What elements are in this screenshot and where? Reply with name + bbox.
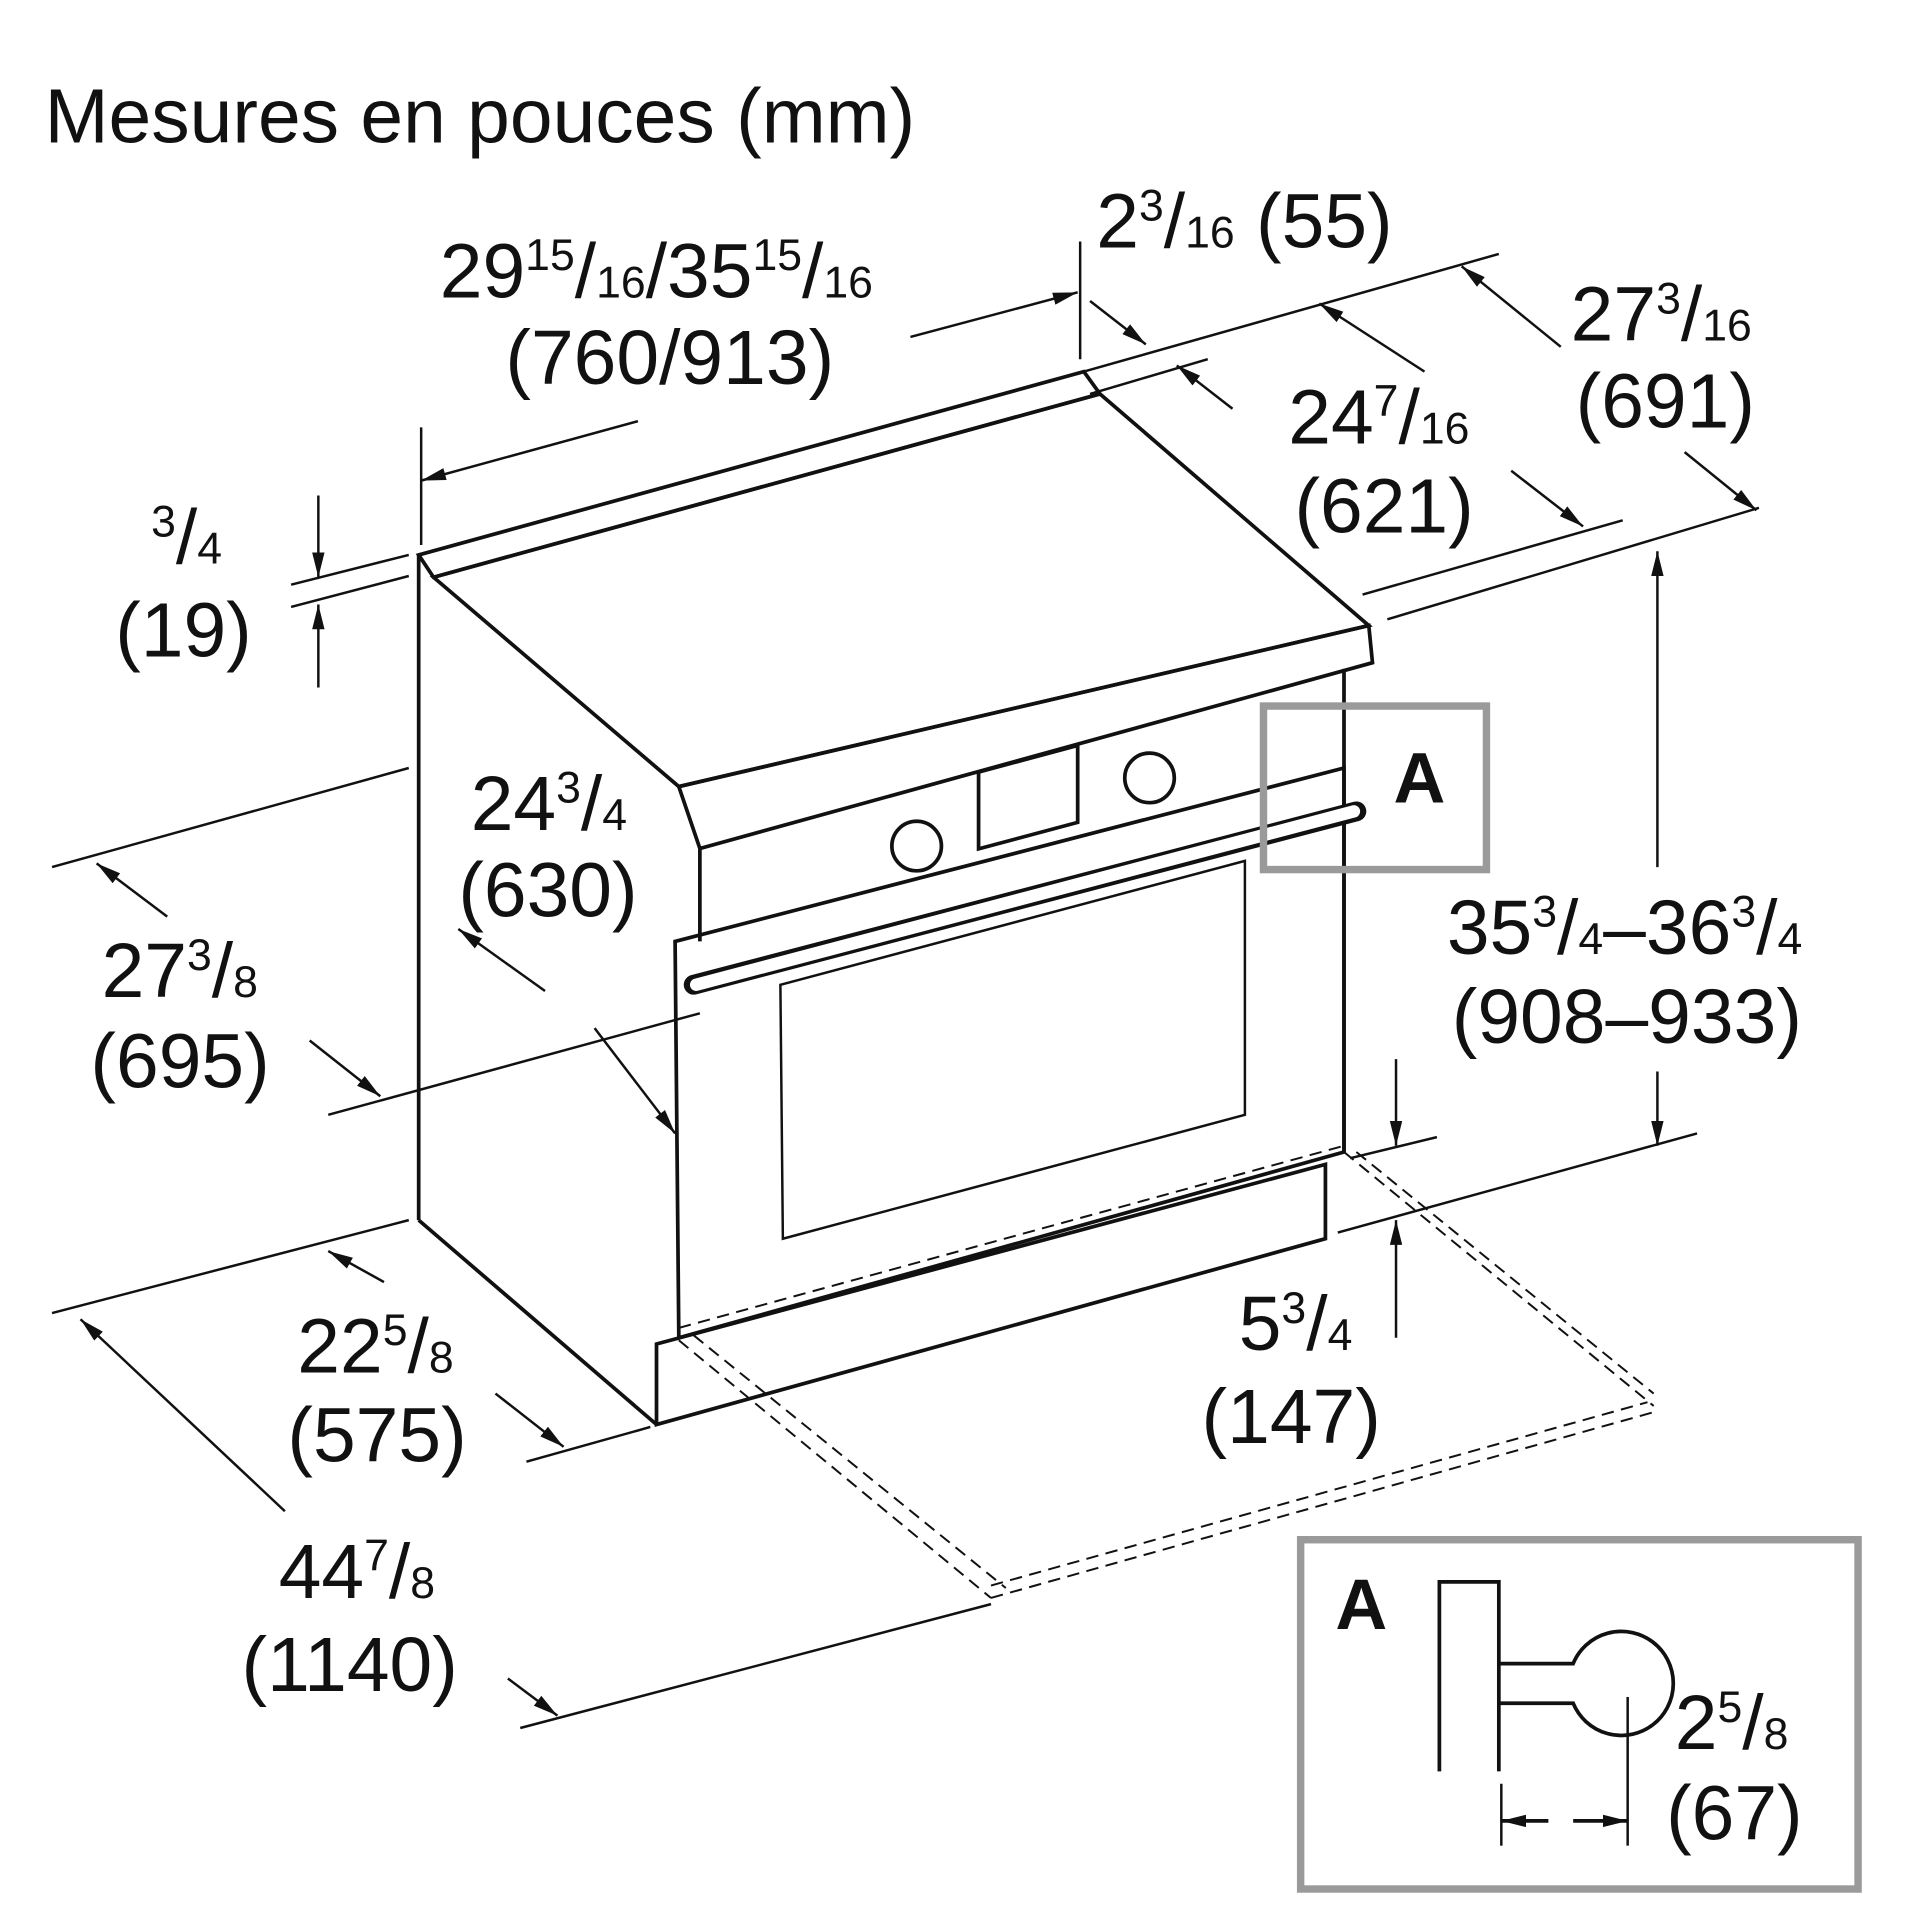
text-segment: 29 [440, 228, 525, 314]
text-segment: 5 [1239, 1281, 1282, 1367]
fraction-numerator: 15 [525, 231, 575, 280]
dimension-labels: 2915/16/3515/16 (760/913) 23/16 (55) 273… [90, 179, 1802, 1857]
text-segment: / [1681, 272, 1703, 358]
range-drawing [415, 369, 1655, 1599]
text-segment: / [408, 1303, 430, 1389]
dimension-lines [51, 241, 1760, 1730]
fraction-numerator: 7 [1374, 377, 1399, 426]
detail-label-a: A [1335, 1565, 1387, 1645]
fraction-denominator: 8 [410, 1559, 435, 1608]
callout-label-a: A [1394, 739, 1446, 819]
detail-box-a: A [1296, 1536, 1862, 1893]
text-segment: /35 [646, 228, 753, 314]
fraction-denominator: 4 [197, 525, 222, 574]
page-title: Mesures en pouces (mm) [45, 73, 916, 159]
door-open-depth-inch: 447/8 [279, 1529, 435, 1615]
side-depth-mm: (630) [458, 848, 637, 934]
fraction-numerator: 3 [187, 931, 212, 980]
cooktop-depth-inch: 247/16 [1288, 374, 1469, 460]
text-segment: / [1742, 1680, 1764, 1766]
fraction-denominator: 4 [602, 791, 627, 840]
fraction-numerator: 3 [1532, 888, 1557, 937]
text-segment: / [176, 495, 198, 581]
text-segment: 35 [1447, 885, 1532, 971]
height-inch: 353/4–363/4 [1447, 885, 1802, 971]
text-segment: 24 [1288, 374, 1373, 460]
fraction-denominator: 4 [1777, 915, 1802, 964]
backguard-height-mm: (19) [115, 588, 252, 674]
handle-projection-mm: (67) [1666, 1770, 1803, 1856]
fraction-denominator: 4 [1328, 1311, 1353, 1360]
callout-box-a [1259, 702, 1491, 874]
width-mm: (760/913) [505, 315, 834, 401]
fraction-denominator: 16 [1185, 209, 1235, 258]
width-inch: 2915/16/3515/16 [440, 228, 873, 314]
backguard-height-inch: 3/4 [151, 495, 222, 581]
fraction-numerator: 3 [1281, 1284, 1306, 1333]
text-segment: 27 [1571, 272, 1656, 358]
text-segment: / [581, 761, 603, 847]
fraction-denominator: 8 [1764, 1710, 1789, 1759]
text-segment: / [575, 228, 597, 314]
fraction-denominator: 4 [1578, 915, 1603, 964]
fraction-denominator: 8 [233, 958, 258, 1007]
total-depth-mm: (691) [1576, 358, 1755, 444]
fraction-denominator: 16 [596, 258, 646, 307]
text-segment: (55) [1235, 179, 1393, 265]
fraction-denominator: 8 [429, 1333, 454, 1382]
body-depth-mm: (575) [287, 1393, 466, 1479]
text-segment: / [802, 228, 824, 314]
fraction-numerator: 15 [752, 231, 802, 280]
total-depth-inch: 273/16 [1571, 272, 1752, 358]
handle-projection-inch: 25/8 [1675, 1680, 1789, 1766]
fraction-numerator: 3 [1731, 888, 1756, 937]
fraction-numerator: 3 [1139, 181, 1164, 230]
text-segment: 44 [279, 1529, 364, 1615]
text-segment: –36 [1603, 885, 1731, 971]
fraction-numerator: 3 [1656, 274, 1681, 323]
fraction-numerator: 3 [556, 764, 581, 813]
text-segment: 27 [102, 928, 187, 1014]
text-segment: / [1398, 374, 1420, 460]
door-open-depth-mm: (1140) [242, 1622, 458, 1708]
fraction-numerator: 5 [383, 1306, 408, 1355]
text-segment: / [212, 928, 234, 1014]
text-segment: 2 [1675, 1680, 1718, 1766]
height-mm: (908–933) [1452, 974, 1802, 1060]
fraction-numerator: 3 [151, 497, 176, 546]
fraction-denominator: 16 [823, 258, 873, 307]
depth-with-handle-mm: (695) [90, 1019, 269, 1105]
text-segment: 24 [471, 761, 556, 847]
text-segment: / [1306, 1281, 1328, 1367]
text-segment: / [1557, 885, 1579, 971]
depth-with-handle-inch: 273/8 [102, 928, 258, 1014]
text-segment: 2 [1096, 179, 1139, 265]
cooktop-depth-mm: (621) [1294, 464, 1473, 550]
fraction-denominator: 16 [1420, 404, 1470, 453]
backguard-depth-label: 23/16 (55) [1096, 179, 1392, 265]
text-segment: / [389, 1529, 411, 1615]
toe-kick-mm: (147) [1202, 1374, 1381, 1460]
text-segment: / [1756, 885, 1778, 971]
toe-kick-inch: 53/4 [1239, 1281, 1353, 1367]
text-segment: / [1164, 179, 1186, 265]
fraction-numerator: 7 [364, 1532, 389, 1581]
fraction-denominator: 16 [1702, 302, 1752, 351]
side-depth-inch: 243/4 [471, 761, 627, 847]
body-depth-inch: 225/8 [297, 1303, 453, 1389]
fraction-numerator: 5 [1717, 1683, 1742, 1732]
text-segment: 22 [297, 1303, 382, 1389]
